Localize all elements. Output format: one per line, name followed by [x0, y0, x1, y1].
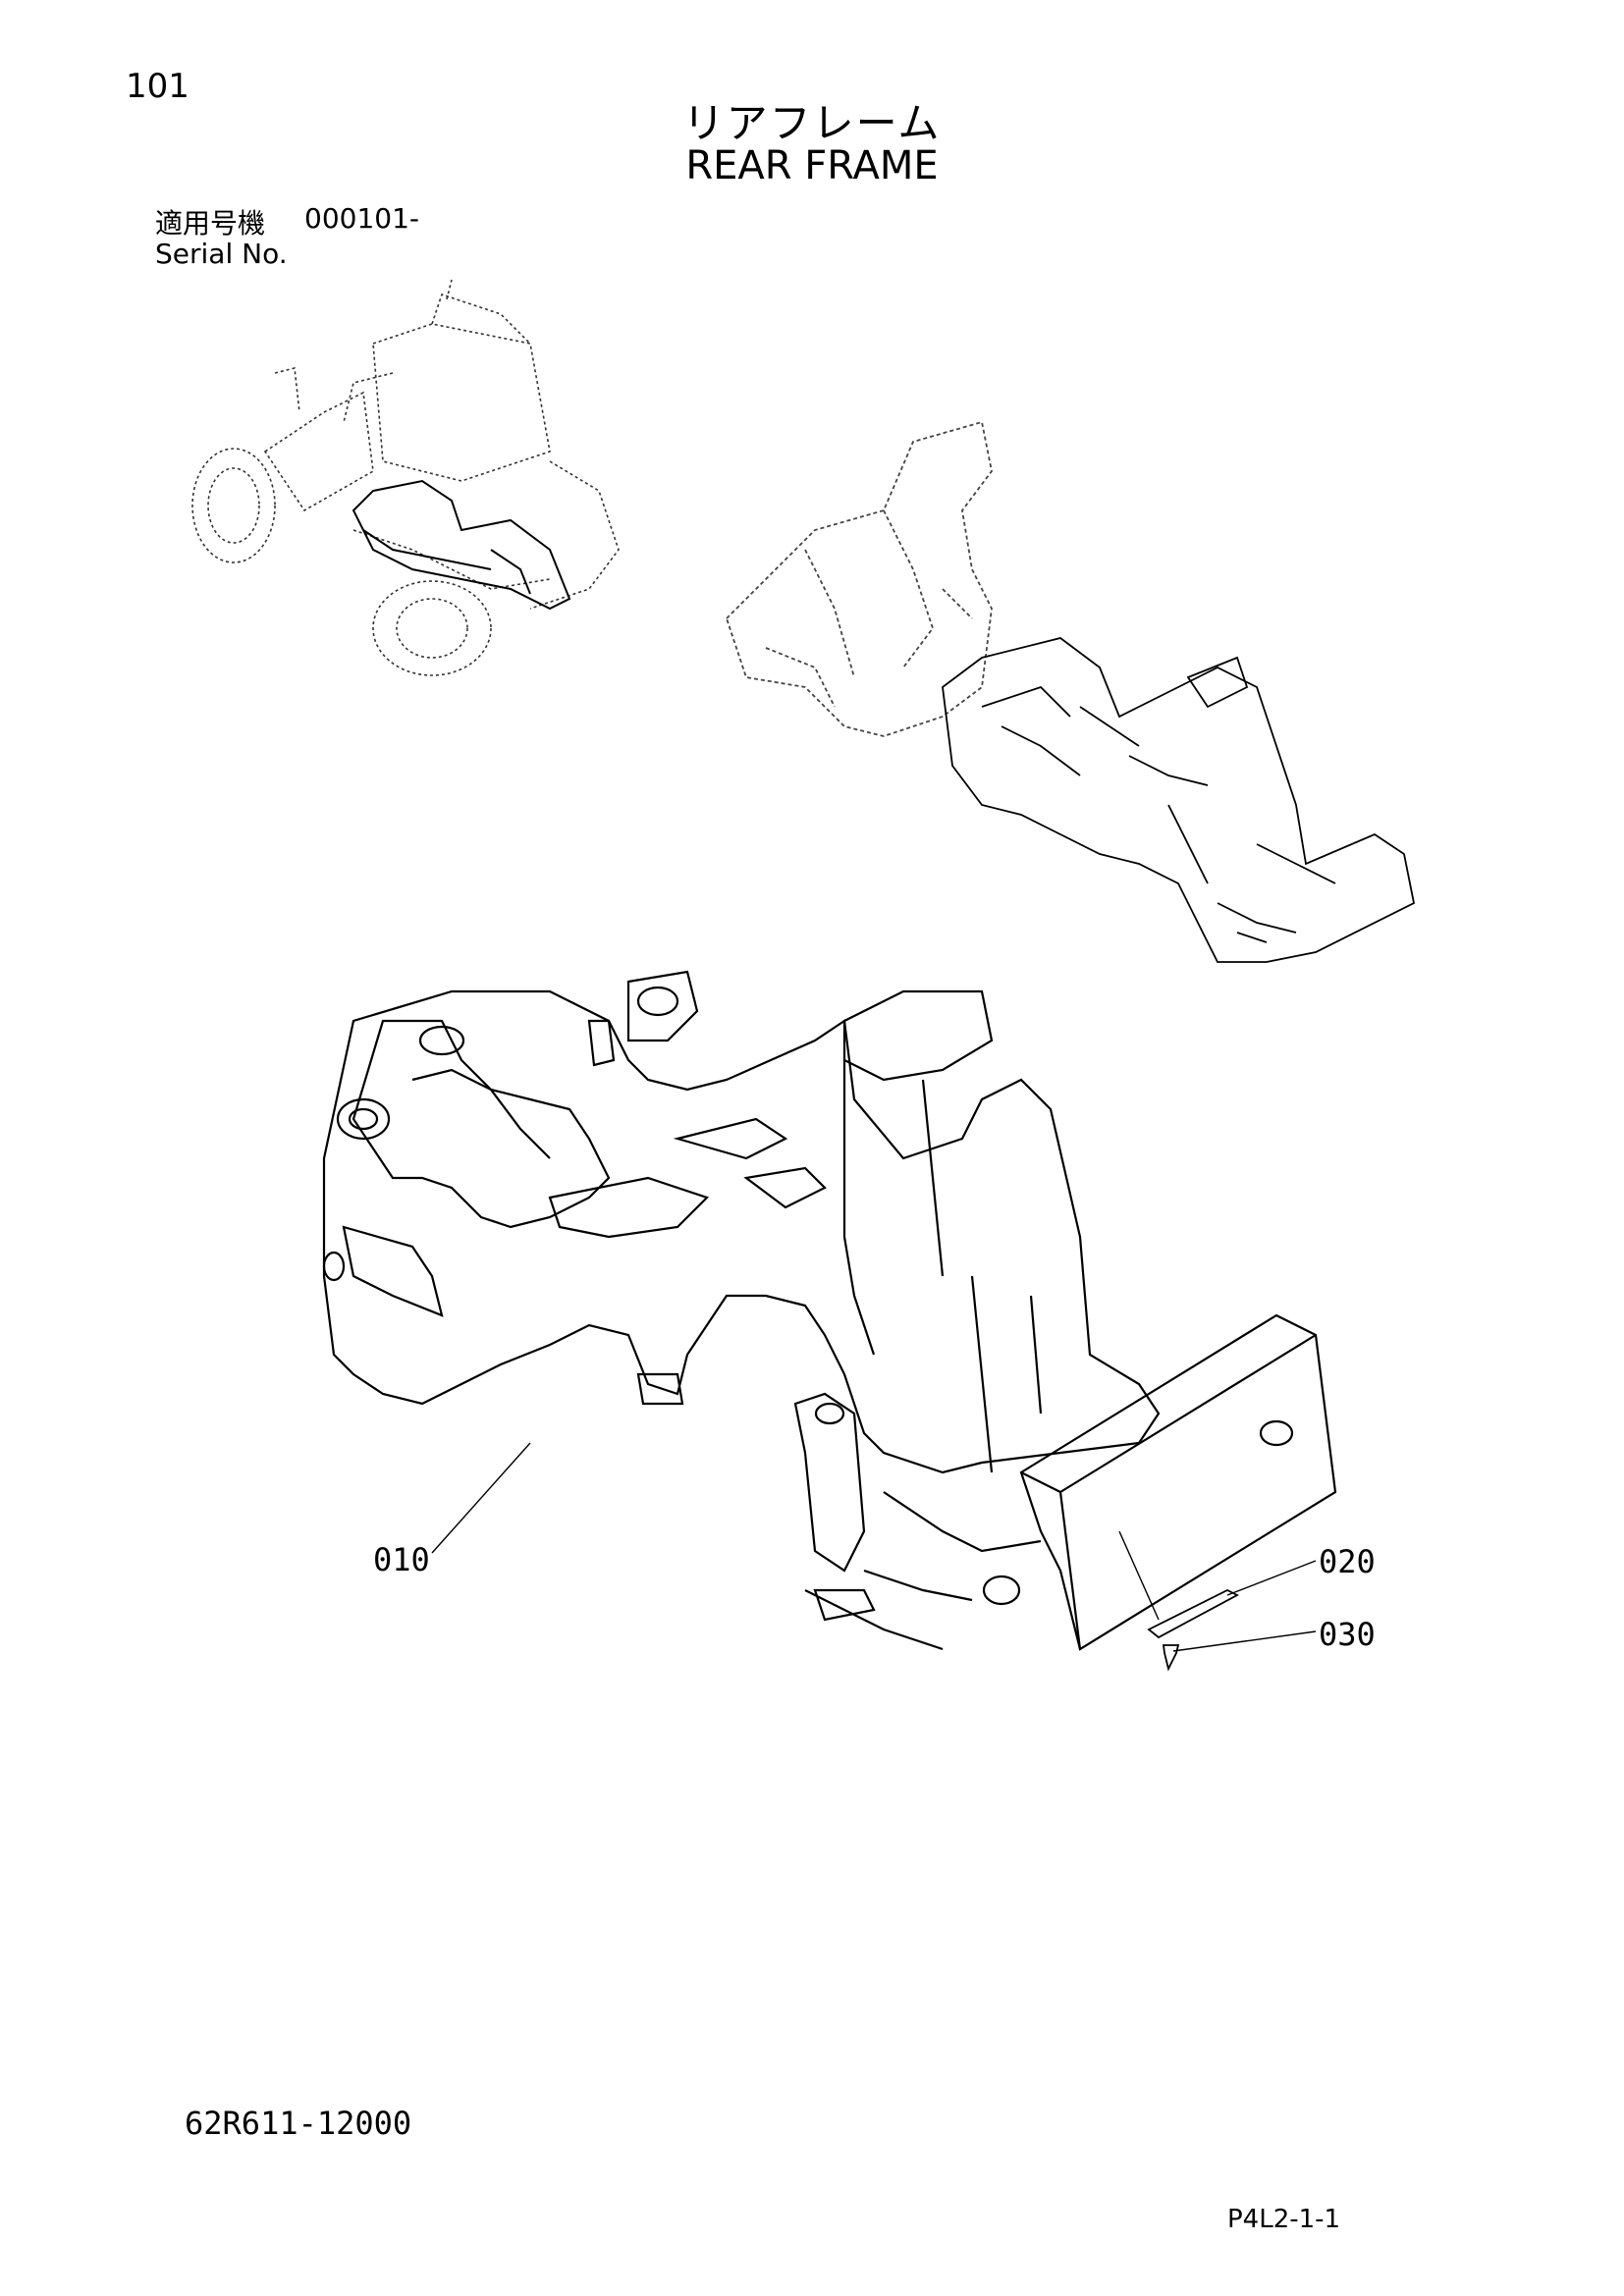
shim-part-020	[1147, 1588, 1239, 1639]
callout-label-030: 030	[1319, 1616, 1376, 1653]
bolt-part-030	[1162, 1644, 1180, 1672]
serial-label-english: Serial No.	[155, 238, 288, 270]
serial-value: 000101-	[304, 202, 419, 235]
machine-overview-frame-highlight	[352, 479, 571, 611]
rear-frame-main-illustration	[322, 970, 1337, 1651]
callout-label-020: 020	[1319, 1543, 1376, 1580]
title-japanese: リアフレーム	[682, 99, 942, 147]
callout-leader-lines	[431, 1442, 1317, 1652]
machine-overview-illustration	[191, 279, 620, 676]
frame-assembly-view	[725, 420, 1416, 963]
page-number: 101	[126, 67, 189, 106]
title-english: REAR FRAME	[685, 143, 939, 188]
callout-label-010: 010	[373, 1541, 430, 1578]
sheet-reference: P4L2-1-1	[1227, 2205, 1341, 2234]
drawing-number: 62R611-12000	[185, 2105, 412, 2142]
serial-label-japanese: 適用号機	[155, 207, 266, 240]
